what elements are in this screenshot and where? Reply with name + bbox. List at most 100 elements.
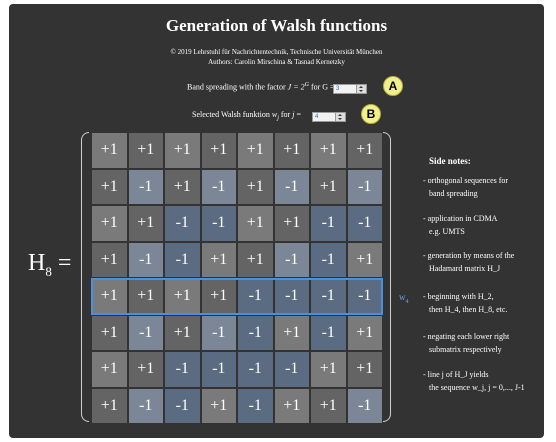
matrix-label-equals: = — [51, 250, 72, 276]
spreading-label-suffix: for G = — [308, 82, 335, 92]
selected-walsh-label: w4 — [399, 292, 409, 305]
walsh-label: Selected Walsh funktion wj for j = — [192, 110, 301, 122]
matrix-label-sub: 8 — [45, 263, 52, 279]
side-note: - negating each lower right submatrix res… — [423, 330, 548, 356]
side-note-line: the sequence w_j, j = 0,..., J-1 — [429, 383, 525, 392]
walsh-label-sub: 4 — [405, 298, 409, 305]
matrix-label: H8 = — [28, 250, 71, 280]
matrix-cell: +1 — [127, 351, 164, 388]
right-bracket — [383, 132, 391, 422]
side-note: - application in CDMA e.g. UMTS — [423, 212, 548, 238]
matrix-cell: -1 — [310, 241, 347, 278]
side-note-line: submatrix respectively — [429, 345, 502, 354]
matrix-cell: +1 — [237, 132, 274, 169]
matrix-cell: -1 — [127, 241, 164, 278]
walsh-index-value[interactable]: 4 — [315, 114, 319, 120]
matrix-cell: +1 — [164, 278, 201, 315]
spreading-formula: J = 2 — [287, 82, 305, 92]
main-panel: Generation of Walsh functions © 2019 Leh… — [9, 4, 544, 438]
matrix-cell: -1 — [200, 205, 237, 242]
spreading-factor-spinner[interactable]: 3 — [333, 84, 367, 94]
matrix-cell: +1 — [164, 314, 201, 351]
matrix-cell: -1 — [237, 278, 274, 315]
matrix-cell: -1 — [127, 168, 164, 205]
matrix-cell: -1 — [346, 205, 383, 242]
matrix-cell: +1 — [237, 205, 274, 242]
matrix-cell: +1 — [273, 387, 310, 424]
matrix-cell: -1 — [310, 314, 347, 351]
walsh-formula: w — [271, 110, 278, 119]
matrix-cell: -1 — [164, 387, 201, 424]
matrix-cell: +1 — [91, 387, 128, 424]
matrix-cell: -1 — [164, 351, 201, 388]
side-note: - beginning with H_2,then H_4, then H_8,… — [423, 290, 548, 316]
matrix-cell: +1 — [200, 132, 237, 169]
side-note: - orthogonal sequences for band spreading — [423, 174, 548, 200]
side-note-line: - beginning with H_2, — [423, 292, 494, 301]
authors-text: Authors: Carolin Mirschina & Tasnad Kern… — [208, 58, 345, 66]
matrix-cell: +1 — [127, 278, 164, 315]
matrix-cell: -1 — [164, 241, 201, 278]
matrix-cell: +1 — [310, 168, 347, 205]
walsh-formula-sub: j — [277, 115, 279, 122]
matrix-cell: +1 — [164, 168, 201, 205]
walsh-label-prefix: Selected Walsh funktion — [192, 110, 272, 119]
matrix-cell: -1 — [346, 168, 383, 205]
spinner-arrows-icon[interactable] — [335, 113, 345, 121]
left-bracket — [81, 132, 89, 422]
matrix-cell: +1 — [346, 314, 383, 351]
side-note-line: e.g. UMTS — [429, 227, 465, 236]
matrix-cell: +1 — [310, 132, 347, 169]
side-note-line: band spreading — [429, 189, 478, 198]
side-note-line: - negating each lower right — [423, 332, 510, 341]
matrix-cell: -1 — [310, 205, 347, 242]
spreading-label-prefix: Band spreading with the factor — [187, 82, 288, 92]
matrix-cell: +1 — [310, 387, 347, 424]
badge-b: B — [361, 104, 381, 124]
matrix-cell: -1 — [273, 278, 310, 315]
matrix-cell: -1 — [200, 351, 237, 388]
matrix-cell: +1 — [273, 205, 310, 242]
matrix-cell: -1 — [237, 314, 274, 351]
matrix-cell: +1 — [91, 132, 128, 169]
side-note-line: Hadamard matrix H_J — [429, 264, 501, 273]
matrix-cell: -1 — [346, 278, 383, 315]
walsh-label-suffix: = — [294, 110, 301, 119]
walsh-label-main: w — [399, 292, 406, 302]
side-note-line: then H_4, then H_8, etc. — [429, 305, 508, 314]
side-note-line: - generation by means of the — [423, 251, 515, 260]
matrix-cell: -1 — [346, 387, 383, 424]
matrix-cell: -1 — [310, 278, 347, 315]
matrix-cell: +1 — [164, 132, 201, 169]
matrix-cell: -1 — [237, 387, 274, 424]
matrix-cell: -1 — [273, 351, 310, 388]
matrix-cell: -1 — [164, 205, 201, 242]
matrix-cell: -1 — [273, 241, 310, 278]
spreading-factor-value[interactable]: 3 — [336, 86, 340, 92]
matrix-cell: +1 — [91, 168, 128, 205]
matrix-cell: +1 — [91, 241, 128, 278]
walsh-index-spinner[interactable]: 4 — [312, 112, 346, 122]
matrix-cell: +1 — [346, 132, 383, 169]
matrix-cell: +1 — [127, 132, 164, 169]
matrix-cell: +1 — [237, 241, 274, 278]
matrix-cell: +1 — [273, 314, 310, 351]
matrix-cell: +1 — [200, 387, 237, 424]
matrix-cell: +1 — [200, 241, 237, 278]
matrix-cell: -1 — [200, 314, 237, 351]
matrix-cell: +1 — [310, 351, 347, 388]
matrix-cell: +1 — [91, 205, 128, 242]
matrix-cell: -1 — [200, 168, 237, 205]
matrix-cell: +1 — [127, 205, 164, 242]
matrix-cell: -1 — [127, 387, 164, 424]
spinner-arrows-icon[interactable] — [356, 85, 366, 93]
spreading-exponent: G — [304, 82, 309, 88]
side-note-line: - application in CDMA — [423, 214, 498, 223]
side-notes-title: Side notes: — [429, 156, 471, 166]
side-note-line: - orthogonal sequences for — [423, 176, 509, 185]
walsh-index-symbol: j — [292, 110, 295, 119]
selected-row-highlight — [91, 278, 383, 315]
matrix-cell: +1 — [346, 351, 383, 388]
